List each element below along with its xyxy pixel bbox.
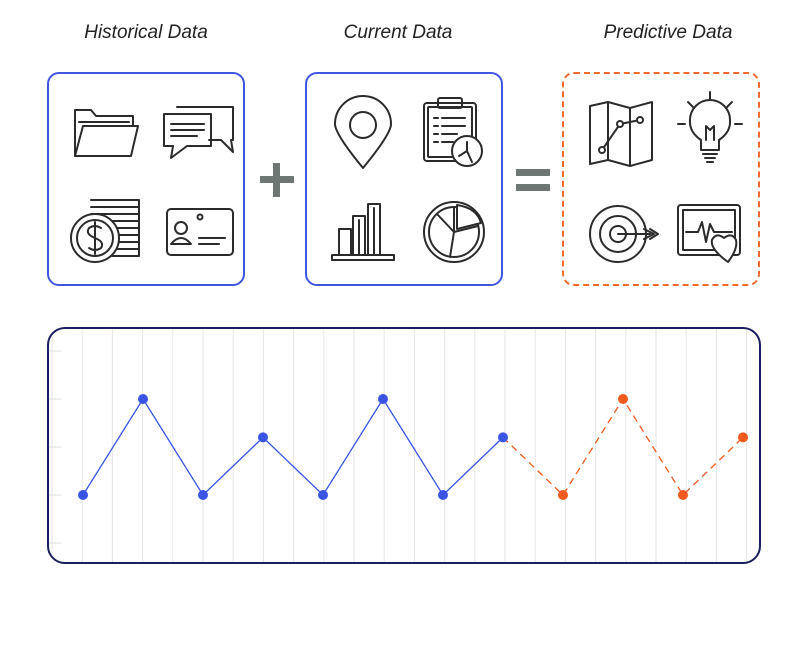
predicted-data-point — [738, 432, 748, 443]
current-data-panel — [305, 72, 503, 286]
actual-series-line — [82, 397, 504, 497]
id-card-icon — [166, 208, 234, 256]
pie-chart-icon — [423, 201, 485, 263]
historical-data-panel — [47, 72, 245, 286]
heart-monitor-icon — [677, 204, 741, 263]
actual-data-point — [498, 432, 508, 443]
predicted-data-point — [618, 394, 628, 404]
predictive-data-panel — [562, 72, 760, 286]
predicted-data-point — [678, 490, 688, 500]
plus-icon — [260, 163, 294, 197]
map-route-icon — [589, 101, 653, 167]
chat-bubbles-icon — [163, 106, 234, 159]
chart-plot-area — [49, 329, 748, 562]
actual-data-point — [378, 394, 388, 404]
folder-icon — [74, 109, 139, 157]
actual-data-point — [318, 490, 328, 500]
coin-stack-icon — [70, 199, 140, 263]
prediction-line-chart — [47, 327, 761, 564]
equals-icon — [516, 169, 550, 191]
predicted-data-point — [558, 490, 568, 500]
lightbulb-icon — [677, 91, 743, 163]
actual-data-point — [258, 432, 268, 443]
clipboard-clock-icon — [423, 97, 483, 167]
bar-chart-icon — [331, 203, 395, 261]
target-icon — [589, 205, 659, 263]
location-pin-icon — [334, 95, 392, 169]
predicted-series-line — [502, 397, 744, 497]
actual-data-point — [198, 490, 208, 500]
historical-data-label: Historical Data — [84, 22, 208, 43]
actual-data-point — [138, 394, 148, 404]
predictive-data-label: Predictive Data — [603, 22, 733, 43]
current-data-label: Current Data — [343, 22, 453, 43]
actual-data-point — [78, 490, 88, 500]
actual-data-point — [438, 490, 448, 500]
